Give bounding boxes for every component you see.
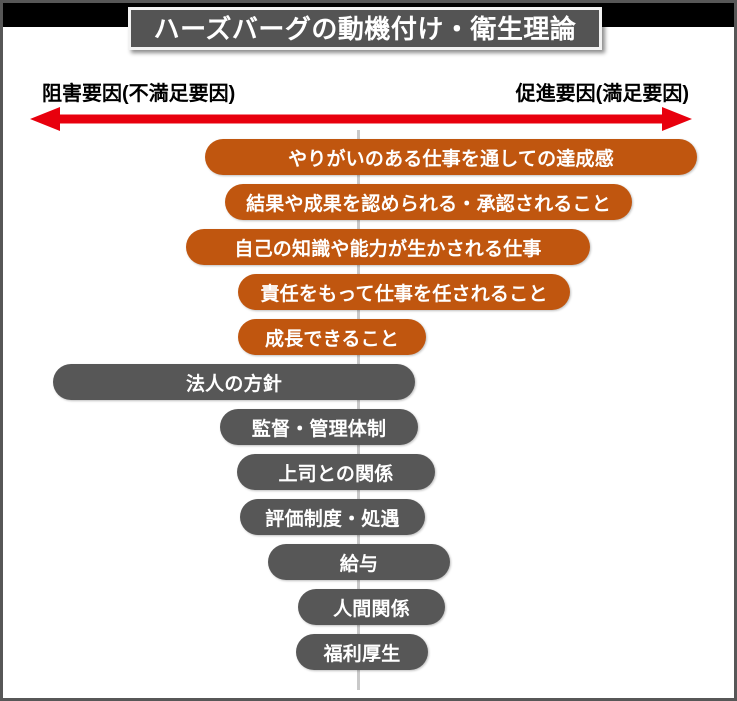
double-arrow-icon xyxy=(30,107,692,131)
axis-label-right: 促進要因(満足要因) xyxy=(515,83,689,105)
factor-bar: 人間関係 xyxy=(298,589,445,625)
factor-bar: 法人の方針 xyxy=(53,364,415,400)
factor-bar: 自己の知識や能力が生かされる仕事 xyxy=(186,229,590,265)
factor-bar: やりがいのある仕事を通しての達成感 xyxy=(205,139,697,175)
factor-bar: 成長できること xyxy=(238,319,426,355)
factor-bar: 結果や成果を認められる・承認されること xyxy=(225,184,632,220)
axis-label-left: 阻害要因(不満足要因) xyxy=(42,83,236,105)
factor-bar: 責任をもって仕事を任されること xyxy=(238,274,570,310)
page-title: ハーズバーグの動機付け・衛生理論 xyxy=(153,13,577,44)
factor-bar: 給与 xyxy=(268,544,450,580)
factor-bar: 評価制度・処遇 xyxy=(240,499,425,535)
factor-bar: 福利厚生 xyxy=(296,634,428,670)
factor-bar: 監督・管理体制 xyxy=(220,409,418,445)
title-plaque: ハーズバーグの動機付け・衛生理論 xyxy=(128,7,602,50)
factor-bar: 上司との関係 xyxy=(237,454,435,490)
